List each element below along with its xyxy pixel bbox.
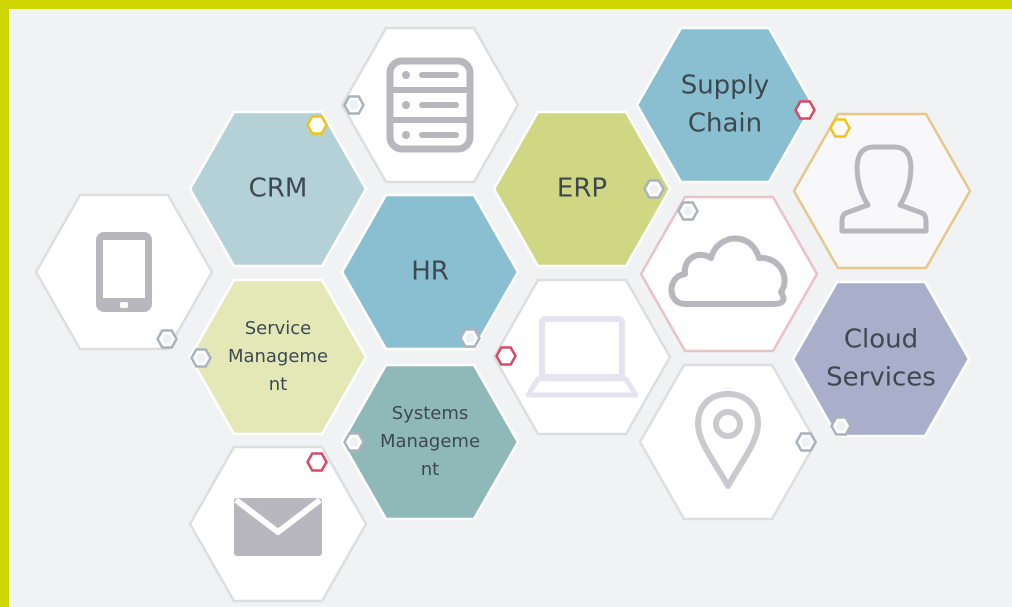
hex-shape-supply-chain xyxy=(635,26,815,184)
hex-shape-systems-management xyxy=(340,363,520,521)
hex-tile-user xyxy=(792,112,972,270)
hex-tile-server xyxy=(340,26,520,184)
badge-gray-cloud xyxy=(677,201,699,221)
badge-gray-service-management xyxy=(190,348,212,368)
hex-shape-hr xyxy=(340,193,520,351)
hex-label-systems-management: Manageme xyxy=(380,431,480,452)
hex-label-cloud-services: Cloud xyxy=(844,325,918,355)
hex-label-supply-chain: Chain xyxy=(688,109,762,139)
hex-label-supply-chain: Supply xyxy=(681,71,770,101)
hex-label-crm: CRM xyxy=(249,174,308,204)
hex-tile-crm: CRM xyxy=(188,110,368,268)
hex-shape-erp xyxy=(492,110,672,268)
badge-red-email xyxy=(306,452,328,472)
tablet-icon xyxy=(96,232,152,312)
hex-shape-crm xyxy=(188,110,368,268)
server-icon xyxy=(386,57,474,153)
hex-tile-laptop xyxy=(492,278,672,436)
hex-label-erp: ERP xyxy=(557,174,607,204)
hex-label-cloud-services: Services xyxy=(826,363,936,393)
badge-gray-location xyxy=(795,432,817,452)
hex-label-service-management: Service xyxy=(245,318,312,339)
cloud-icon xyxy=(668,235,788,307)
badge-gray-cloud-services xyxy=(830,416,852,436)
badge-gold-crm xyxy=(306,115,328,135)
badge-gray-server xyxy=(343,95,365,115)
location-pin-icon xyxy=(695,391,761,489)
hex-shape-cloud-services xyxy=(791,280,971,438)
hex-label-systems-management: nt xyxy=(421,459,439,480)
hex-label-service-management: nt xyxy=(269,374,287,395)
hex-tile-location xyxy=(638,363,818,521)
hex-tile-tablet xyxy=(34,193,214,351)
hex-label-hr: HR xyxy=(411,257,449,287)
hex-shape-cloud xyxy=(639,195,819,353)
hex-label-service-management: Manageme xyxy=(228,346,328,367)
hex-label-systems-management: Systems xyxy=(392,403,469,424)
hex-shape-location xyxy=(638,363,818,521)
badge-gray-erp xyxy=(643,179,665,199)
hex-tile-hr: HR xyxy=(340,193,520,351)
badge-gray-systems-management xyxy=(343,432,365,452)
hex-tile-email xyxy=(188,445,368,603)
hex-shape-user xyxy=(792,112,972,270)
badge-red-laptop xyxy=(495,346,517,366)
badge-gray-hr xyxy=(459,328,481,348)
badge-red-supply-chain xyxy=(794,100,816,120)
hex-tile-erp: ERP xyxy=(492,110,672,268)
hex-tile-cloud xyxy=(639,195,819,353)
hex-shape-laptop xyxy=(492,278,672,436)
badge-gray-tablet xyxy=(156,329,178,349)
laptop-icon xyxy=(525,316,639,398)
user-icon xyxy=(839,144,929,234)
badge-gold-user xyxy=(829,118,851,138)
hex-shape-service-management xyxy=(188,278,368,436)
envelope-icon xyxy=(234,497,322,556)
